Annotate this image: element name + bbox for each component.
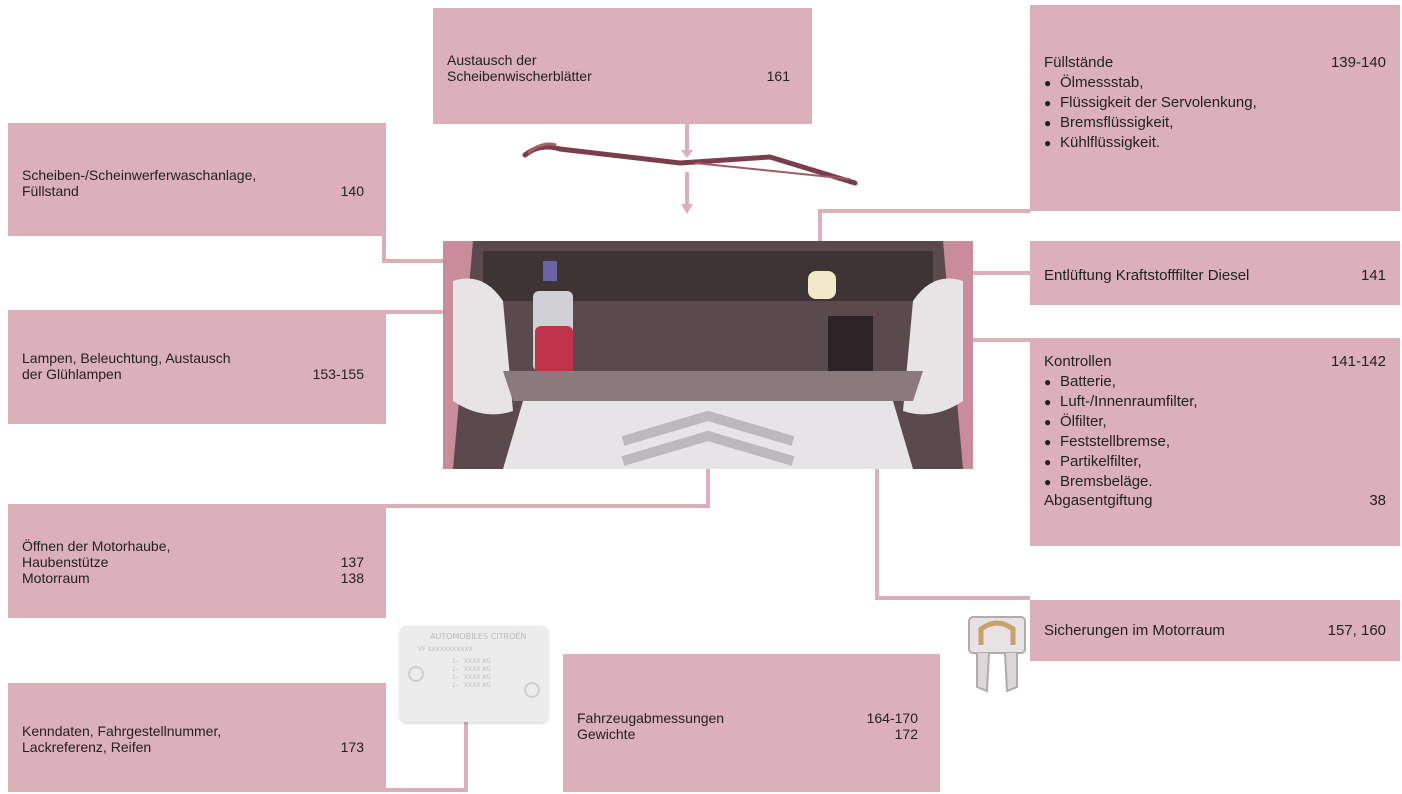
- lamps-page-ref: 153-155: [312, 366, 364, 382]
- leader-line-lamps: [386, 310, 496, 314]
- vin-plate-marker: 1-: [452, 674, 458, 681]
- leader-line-ident-v: [464, 706, 468, 792]
- levels-title: Füllstände: [1044, 54, 1114, 71]
- vin-plate-vin: VF XXXXXXXXXXX: [418, 646, 473, 653]
- bonnet-page-ref-1: 137: [340, 554, 364, 570]
- checks-callout: Kontrollen 141-142 ●Batterie, ●Luft-/Inn…: [1030, 338, 1400, 546]
- lamps-title-line2: der Glühlampen: [22, 366, 122, 382]
- fuses-callout: Sicherungen im Motorraum 157, 160: [1030, 600, 1400, 661]
- vin-plate-rivet-right: [524, 682, 540, 698]
- fuses-label: Sicherungen im Motorraum: [1044, 622, 1225, 639]
- vin-plate-marker: 2-: [452, 682, 458, 689]
- leader-line-bonnet-h: [386, 504, 710, 508]
- bonnet-title-line2: Haubenstütze: [22, 554, 109, 570]
- ident-title-line1: Kenndaten, Fahrgestellnummer,: [22, 723, 222, 739]
- checks-list: ●Batterie, ●Luft-/Innenraumfilter, ●Ölfi…: [1044, 372, 1386, 492]
- levels-page-ref: 139-140: [1330, 54, 1386, 71]
- arrow-wiper-bottom: [681, 204, 693, 214]
- list-item: ●Kühlflüssigkeit.: [1044, 134, 1161, 151]
- vin-plate-weight: XXXX KG: [464, 666, 491, 673]
- dimensions-title-line2: Gewichte: [577, 726, 636, 742]
- leader-line-fuses-h: [875, 596, 1030, 600]
- list-item: ●Bremsbeläge.: [1044, 473, 1153, 490]
- wiper-title-line2: Scheibenwischerblätter: [447, 68, 592, 84]
- wiper-page-ref: 161: [766, 68, 790, 84]
- bonnet-page-ref-2: 138: [340, 570, 364, 586]
- washer-page-ref: 140: [340, 183, 364, 199]
- leader-line-wiper: [685, 124, 689, 154]
- fuel-filter-bleeding-callout: Entlüftung Kraftstofffilter Diesel 141: [1030, 241, 1400, 305]
- list-item: ●Feststellbremse,: [1044, 433, 1171, 450]
- dimensions-page-ref-2: 172: [894, 726, 918, 742]
- checks-footer-page-ref: 38: [1369, 492, 1386, 509]
- vin-plate-weight: XXXX KG: [464, 674, 491, 681]
- leader-line-ident-h: [386, 788, 468, 792]
- checks-title: Kontrollen: [1044, 353, 1112, 370]
- vin-plate: AUTOMOBILES CITROËN VF XXXXXXXXXXX 1- XX…: [400, 626, 548, 722]
- lamps-title-line1: Lampen, Beleuchtung, Austausch: [22, 350, 231, 366]
- wiper-title-line1: Austausch der: [447, 52, 537, 68]
- list-item: ●Ölfilter,: [1044, 413, 1107, 430]
- bonnet-title-line3: Motorraum: [22, 570, 90, 586]
- checks-page-ref: 141-142: [1330, 353, 1386, 370]
- washer-title-line1: Scheiben-/Scheinwerferwaschanlage,: [22, 167, 257, 183]
- vin-plate-marker: 1-: [452, 658, 458, 665]
- fluid-levels-callout: Füllstände 139-140 ●Ölmessstab, ●Flüssig…: [1030, 5, 1400, 211]
- leader-line-washer: [382, 236, 386, 263]
- bleeding-page-ref: 141: [1360, 267, 1386, 284]
- list-item: ●Flüssigkeit der Servolenkung,: [1044, 94, 1257, 111]
- vin-plate-weight: XXXX KG: [464, 682, 491, 689]
- list-item: ●Luft-/Innenraumfilter,: [1044, 393, 1198, 410]
- list-item: ●Ölmessstab,: [1044, 74, 1144, 91]
- dimensions-page-ref-1: 164-170: [866, 710, 918, 726]
- bleeding-label: Entlüftung Kraftstofffilter Diesel: [1044, 267, 1250, 284]
- fuses-page-ref: 157, 160: [1327, 622, 1386, 639]
- washer-callout: Scheiben-/Scheinwerferwaschanlage, Fülls…: [8, 123, 386, 236]
- leader-line-fuses-v: [875, 366, 879, 600]
- vin-plate-weight: XXXX KG: [464, 658, 491, 665]
- arrow-wiper-top: [681, 150, 693, 158]
- dimensions-callout: Fahrzeugabmessungen 164-170 Gewichte 172: [563, 654, 940, 792]
- bonnet-callout: Öffnen der Motorhaube, Haubenstütze 137 …: [8, 504, 386, 618]
- dimensions-title-line1: Fahrzeugabmessungen: [577, 710, 725, 726]
- bonnet-title-line1: Öffnen der Motorhaube,: [22, 538, 171, 554]
- list-item: ●Bremsflüssigkeit,: [1044, 114, 1174, 131]
- fuse-illustration: [968, 616, 1026, 693]
- vin-plate-rivet-left: [408, 666, 424, 682]
- vin-plate-marker: 2-: [452, 666, 458, 673]
- leader-line-levels-h: [818, 209, 1030, 213]
- ident-title-line2: Lackreferenz, Reifen: [22, 739, 152, 755]
- checks-footer: Abgasentgiftung: [1044, 492, 1153, 509]
- list-item: ●Partikelfilter,: [1044, 453, 1142, 470]
- lamps-callout: Lampen, Beleuchtung, Austausch der Glühl…: [8, 310, 386, 424]
- vin-plate-header: AUTOMOBILES CITROËN: [430, 632, 527, 641]
- leader-line-wiper-lower: [685, 172, 689, 208]
- washer-title-line2: Füllstand: [22, 183, 79, 199]
- wiper-blades-callout: Austausch der Scheibenwischerblätter 161: [433, 8, 812, 124]
- list-item: ●Batterie,: [1044, 373, 1116, 390]
- ident-page-ref: 173: [340, 739, 364, 755]
- identification-callout: Kenndaten, Fahrgestellnummer, Lackrefere…: [8, 683, 386, 792]
- engine-compartment-illustration: [443, 241, 973, 469]
- levels-list: ●Ölmessstab, ●Flüssigkeit der Servolenku…: [1044, 73, 1386, 153]
- wiper-blade-illustration: [522, 142, 858, 186]
